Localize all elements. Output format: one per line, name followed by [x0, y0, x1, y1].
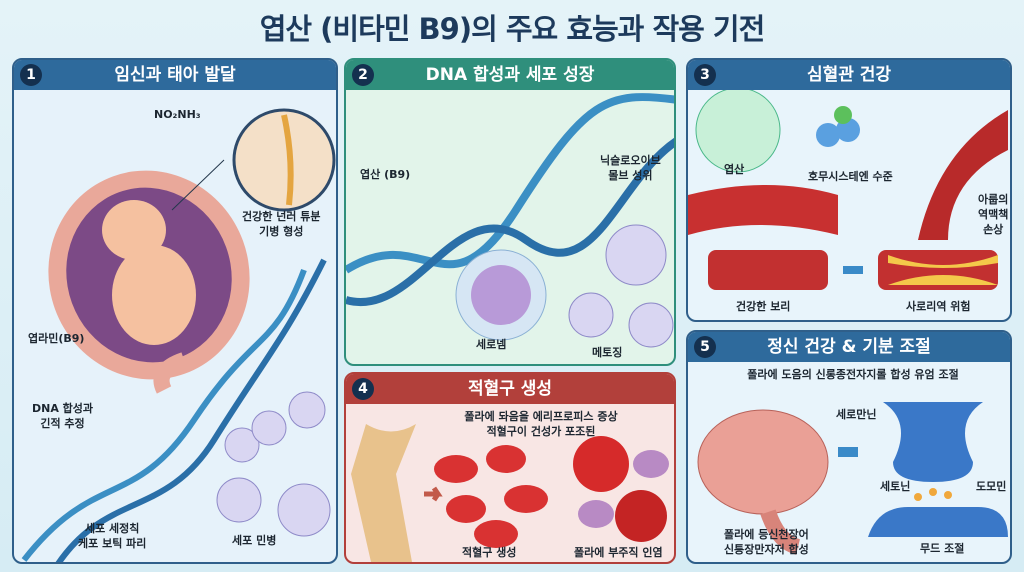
panel-pregnancy: 1 임신과 태아 발달 NO₂NH₃ 건강한 넌러 튜분 기병 형성 엽라민(B9… — [12, 58, 338, 564]
panel-header: 2 DNA 합성과 세포 성장 — [346, 60, 674, 90]
mental-caption: 폴라에 도음의 신롱종전자지롤 합성 유엄 조절 — [747, 368, 959, 381]
damaged-vessel — [918, 110, 1008, 240]
label-risk: 사로리역 위험 — [906, 300, 971, 313]
label-dna-synthesis: DNA 합성과 긴적 추정 — [32, 402, 94, 430]
red-blood-cells — [434, 445, 548, 548]
label-dopamine: 도모민 — [976, 480, 1007, 493]
panel-number: 5 — [694, 336, 716, 358]
label-cell-division: 세포 민병 — [232, 534, 277, 547]
dna-illustration — [346, 93, 674, 348]
panel-number: 4 — [352, 378, 374, 400]
label-cell-repair: 세포 세정칙 케포 보틱 파리 — [78, 522, 147, 550]
panel-title: DNA 합성과 세포 성장 — [425, 65, 595, 85]
spine-magnifier — [171, 108, 336, 212]
page-title: 엽산 (비타민 B9)의 주요 효능과 작용 기전 — [259, 12, 766, 46]
brain-synapse-illustration — [697, 402, 1008, 555]
panel-title: 심혈관 건강 — [806, 65, 892, 85]
label-brain-synthesis: 폴라에 등신천장어 신틍장만자저 합성 — [724, 528, 809, 556]
folate-bubble — [695, 90, 781, 173]
homocysteine-molecule — [816, 106, 860, 147]
panel-title: 임신과 태아 발달 — [114, 65, 236, 85]
label-mood: 무드 조절 — [920, 542, 965, 555]
label-serotonin: 세토닌 — [880, 480, 911, 493]
label-mitosis: 메토징 — [592, 346, 623, 359]
panel-number: 1 — [20, 64, 42, 86]
healthy-vessel-flow — [688, 185, 838, 235]
panel-header: 4 적혈구 생성 — [346, 374, 674, 404]
brain — [697, 409, 829, 515]
label-rbc-production: 적혈구 생성 — [462, 546, 517, 559]
label-folate: 엽산 — [724, 163, 745, 176]
panel-header: 1 임신과 태아 발달 — [14, 60, 336, 90]
label-neural-tube: 건강한 넌러 튜분 기병 형성 — [242, 210, 321, 238]
label-folate: 엽라민(B9) — [28, 332, 85, 345]
label-healthy-vessel: 건강한 보리 — [736, 300, 791, 313]
pregnancy-illustration — [21, 108, 336, 562]
label-anemia: 폴라에 부주직 인염 — [574, 546, 663, 559]
postsynaptic-neuron — [868, 507, 1008, 537]
panel-header: 3 심혈관 건강 — [688, 60, 1010, 90]
mitosis-cells — [568, 224, 674, 348]
presynaptic-neuron — [883, 402, 983, 482]
cells — [216, 391, 331, 537]
panel-rbc: 4 적혈구 생성 폴라에 돠음을 에리프로피스 증상 적혈구이 건성가 포조된 적… — [344, 372, 676, 564]
uterus-fetus-illustration — [48, 170, 250, 394]
label-cell: 세로넴 — [476, 338, 507, 351]
dna-helix — [21, 258, 327, 562]
cell-chromosomes — [455, 249, 547, 341]
panel-header: 5 정신 건강 & 기분 조절 — [688, 332, 1010, 362]
panel-number: 3 — [694, 64, 716, 86]
rbc-illustration — [351, 424, 669, 562]
panel-title: 적혈구 생성 — [467, 379, 553, 399]
abnormal-cells — [573, 436, 669, 542]
bone — [351, 424, 416, 562]
label-vessel-damage: 아룹의 역맥책 손상 — [978, 193, 1009, 236]
panel-number: 2 — [352, 64, 374, 86]
rbc-caption: 폴라에 돠음을 에리프로피스 증상 적혈구이 건성가 포조된 — [464, 410, 618, 438]
panel-cardiovascular: 3 심혈관 건강 엽산 호무시스테엔 수준 아룹의 역맥책 손상 건강한 보리 사… — [686, 58, 1012, 322]
dna-helix — [346, 93, 674, 306]
label-homocysteine: 호무시스테엔 수준 — [808, 170, 893, 183]
label-folate: 엽산 (B9) — [360, 168, 411, 181]
healthy-artery — [708, 250, 828, 290]
label-serotonin-top: 세로만닌 — [836, 408, 877, 421]
label-nucleotide: 닉슬로오이브 몰브 성위 — [600, 154, 661, 182]
panel-title: 정신 건강 & 기분 조절 — [767, 337, 931, 357]
vessel-illustration — [688, 90, 1008, 290]
chem-formula: NO₂NH₃ — [154, 108, 201, 121]
